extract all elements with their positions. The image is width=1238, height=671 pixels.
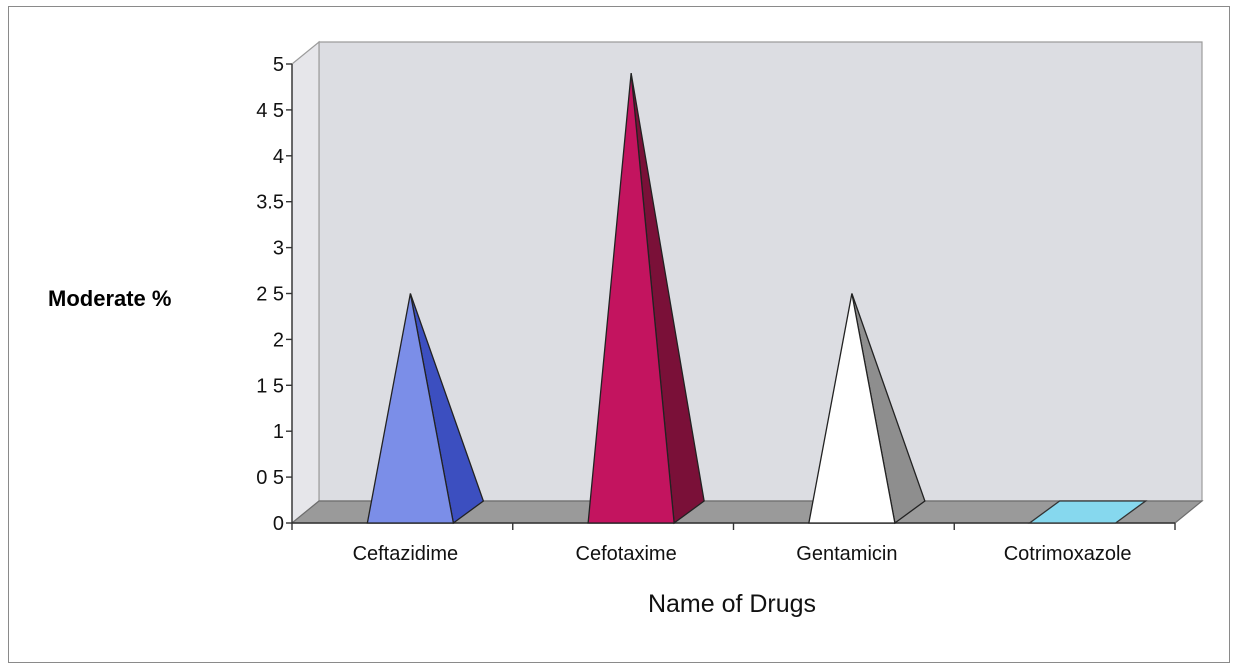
pyramid-bar	[366, 293, 485, 525]
y-axis-title: Moderate %	[48, 286, 171, 311]
y-tick-label: 2 5	[256, 284, 284, 306]
y-tick-label: 4	[273, 146, 284, 168]
pyramid-front-face	[808, 293, 896, 524]
y-tick-label: 1 5	[256, 375, 284, 397]
y-tick-label: 0 5	[256, 467, 284, 489]
pyramid-front-face	[587, 73, 675, 524]
x-category-label: Ceftazidime	[353, 543, 459, 565]
pyramid-bar	[808, 293, 926, 525]
x-category-label: Cefotaxime	[576, 543, 677, 565]
x-category-label: Cotrimoxazole	[1004, 543, 1132, 565]
pyramid-front-face	[366, 293, 455, 524]
pyramid-bar	[1027, 500, 1148, 524]
y-tick-label: 1	[273, 421, 284, 443]
y-tick-label: 2	[273, 329, 284, 351]
x-category-label: Gentamicin	[796, 543, 897, 565]
y-tick-label: 3	[273, 238, 284, 260]
chart-side-wall	[291, 40, 320, 525]
pyramid-base-zero	[1027, 500, 1148, 524]
x-axis-title: Name of Drugs	[648, 590, 816, 618]
y-tick-label: 3.5	[256, 192, 284, 214]
y-tick-label: 5	[273, 54, 284, 76]
y-tick-label: 0	[273, 513, 284, 535]
y-tick-label: 4 5	[256, 100, 284, 122]
pyramid-bar	[587, 73, 705, 525]
